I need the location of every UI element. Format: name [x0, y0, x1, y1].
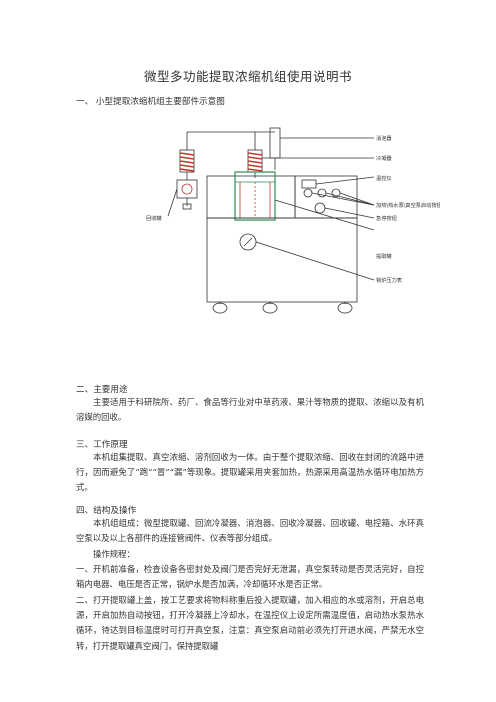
procedure-heading: 操作规程： — [76, 547, 424, 562]
document-title: 微型多功能提取浓缩机组使用说明书 — [143, 69, 352, 84]
section4-body: 本机组组成：微型提取罐、回流冷凝器、消泡器、回收冷凝器、回收罐、电控箱、水环真空… — [76, 516, 424, 546]
section2-body: 主要适用于科研院所、药厂、食品等行业对中草药液、果汁等物质的提取、浓缩以及有机溶… — [76, 395, 424, 425]
procedure-step-2: 二、打开提取罐上盖，按工艺要求将物料称重后投入提取罐，加入相应的水或溶剂，开启总… — [76, 595, 424, 651]
label-recovery-tank: 回收罐 — [146, 214, 162, 222]
right-condenser — [247, 149, 263, 173]
section4-text: 本机组组成：微型提取罐、回流冷凝器、消泡器、回收冷凝器、回收罐、电控箱、水环真空… — [76, 518, 424, 544]
equipment-diagram: 消泡器 冷凝器 温控仪 加热\热水泵\真空泵启动按钮 急停按钮 提取罐 锅炉压力… — [146, 127, 440, 314]
recovery-tank — [176, 179, 198, 210]
procedure-step-1: 一、开机前准备，检查设备各密封处及阀门是否完好无泄漏，真空泵转动是否灵活完好，自… — [76, 564, 424, 590]
label-temp-controller: 温控仪 — [376, 174, 392, 182]
section3-body: 本机组集提取、真空浓缩、溶剂回收为一体。由于整个提取浓缩、回收在封闭的流路中进行… — [76, 450, 424, 496]
section2-text: 主要适用于科研院所、药厂、食品等行业对中草药液、果汁等物质的提取、浓缩以及有机溶… — [76, 397, 424, 423]
section3-heading: 三、工作原理 — [76, 440, 128, 450]
label-heating-switches: 加热\热水泵\真空泵启动按钮 — [376, 201, 440, 209]
section3-text: 本机组集提取、真空浓缩、溶剂回收为一体。由于整个提取浓缩、回收在封闭的流路中进行… — [76, 452, 424, 493]
label-condenser: 冷凝器 — [376, 154, 392, 162]
left-condenser — [179, 149, 195, 173]
label-boiler-gauge: 锅炉压力表 — [376, 276, 403, 284]
label-defoamer: 消泡器 — [376, 134, 392, 142]
control-panel — [294, 175, 358, 219]
section1-heading: 一、 小型提取浓缩机组主要部件示意图 — [76, 97, 225, 107]
section4-heading: 四、结构及操作 — [76, 506, 137, 516]
lower-cabinet — [206, 217, 358, 303]
defoamer — [269, 127, 281, 159]
label-emergency-stop: 急停按钮 — [376, 214, 397, 222]
extraction-tank-vessel — [234, 171, 276, 221]
label-extraction-tank: 提取罐 — [376, 252, 392, 260]
section2-heading: 二、主要用途 — [76, 385, 128, 395]
procedure-heading-text: 操作规程： — [93, 549, 135, 559]
